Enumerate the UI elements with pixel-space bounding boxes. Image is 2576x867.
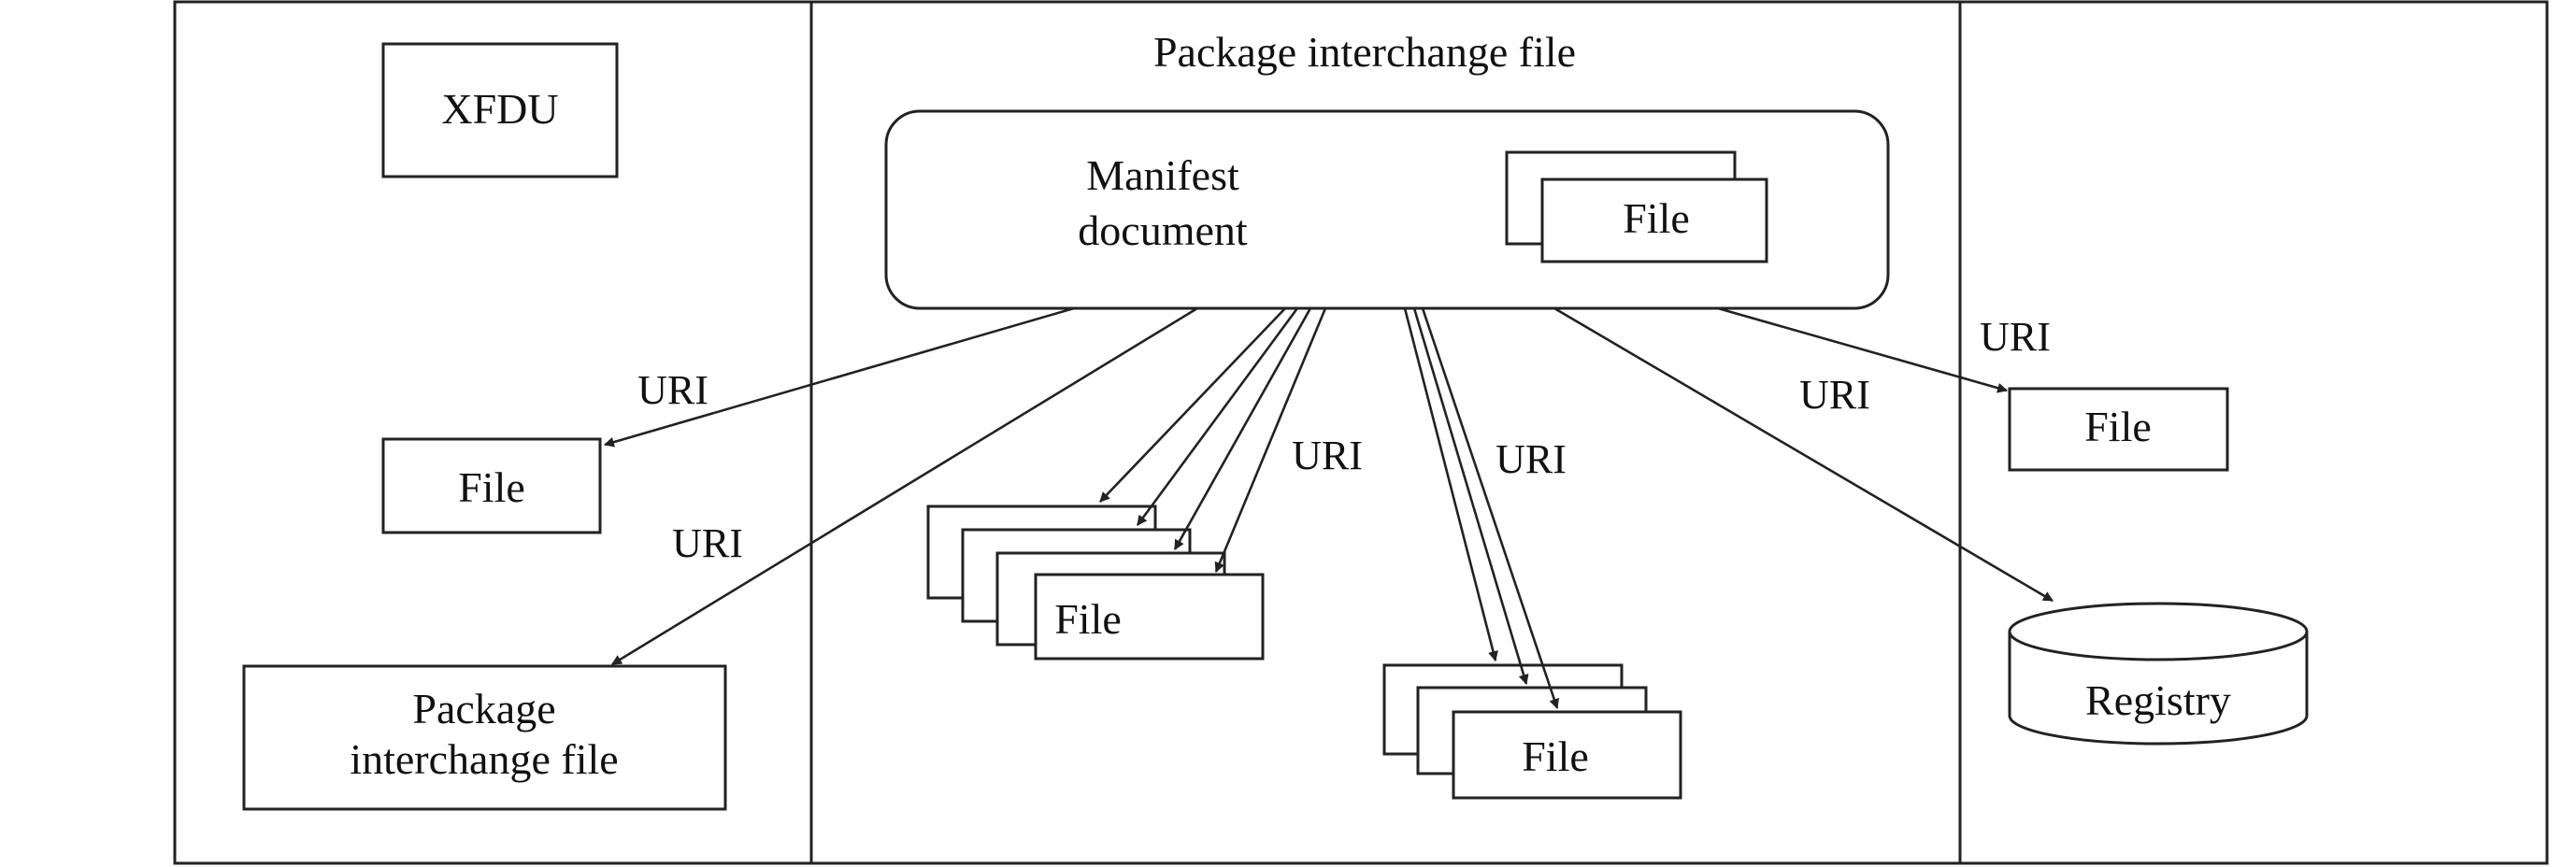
manifest-label-1: Manifest (1086, 151, 1239, 199)
registry-cylinder: Registry (2008, 602, 2309, 746)
center-file-stack-1: File (926, 505, 1265, 661)
left-file-label: File (458, 463, 525, 511)
arrow-to-right-file (1717, 306, 2009, 393)
arrow-to-center-file-1a (1099, 307, 1286, 503)
left-file-box: File (381, 437, 602, 534)
arrow-to-center-file-1c (1173, 307, 1312, 550)
xfdu-label: XFDU (441, 85, 558, 133)
manifest-label-2: document (1078, 206, 1248, 254)
center-file-label-2: File (1522, 732, 1589, 780)
left-package-box: Package interchange file (242, 664, 727, 811)
left-package-label-1: Package (412, 685, 555, 732)
arrow-to-center-file-1b (1136, 307, 1299, 526)
right-file-label: File (2084, 403, 2152, 450)
center-file-stack-2: File (1382, 663, 1682, 800)
uri-label-center-2: URI (1496, 436, 1567, 482)
uri-label-left-file: URI (637, 367, 708, 413)
arrow-to-registry (1553, 306, 2054, 603)
manifest-file-stack: File (1505, 150, 1768, 263)
uri-label-center-1: URI (1292, 433, 1363, 478)
left-package-label-2: interchange file (350, 735, 618, 783)
uri-label-left-package: URI (672, 520, 743, 566)
manifest-file-label: File (1623, 194, 1690, 242)
arrow-to-left-file (603, 306, 1075, 448)
arrow-to-center-file-2c (1421, 307, 1560, 710)
outer-frame (173, 0, 2549, 865)
uri-label-right-file: URI (1980, 314, 2051, 360)
uri-label-registry: URI (1799, 372, 1870, 418)
package-interchange-title: Package interchange file (1153, 28, 1576, 76)
arrow-to-center-file-2a (1403, 307, 1498, 662)
right-file-box: File (2008, 387, 2229, 472)
registry-label: Registry (2085, 676, 2231, 724)
center-file-label-1: File (1054, 595, 1122, 643)
xfdu-box: XFDU (381, 42, 619, 178)
arrow-to-center-file-2b (1412, 307, 1529, 686)
arrow-to-center-file-1d (1214, 307, 1327, 574)
arrow-to-left-package (611, 306, 1198, 666)
